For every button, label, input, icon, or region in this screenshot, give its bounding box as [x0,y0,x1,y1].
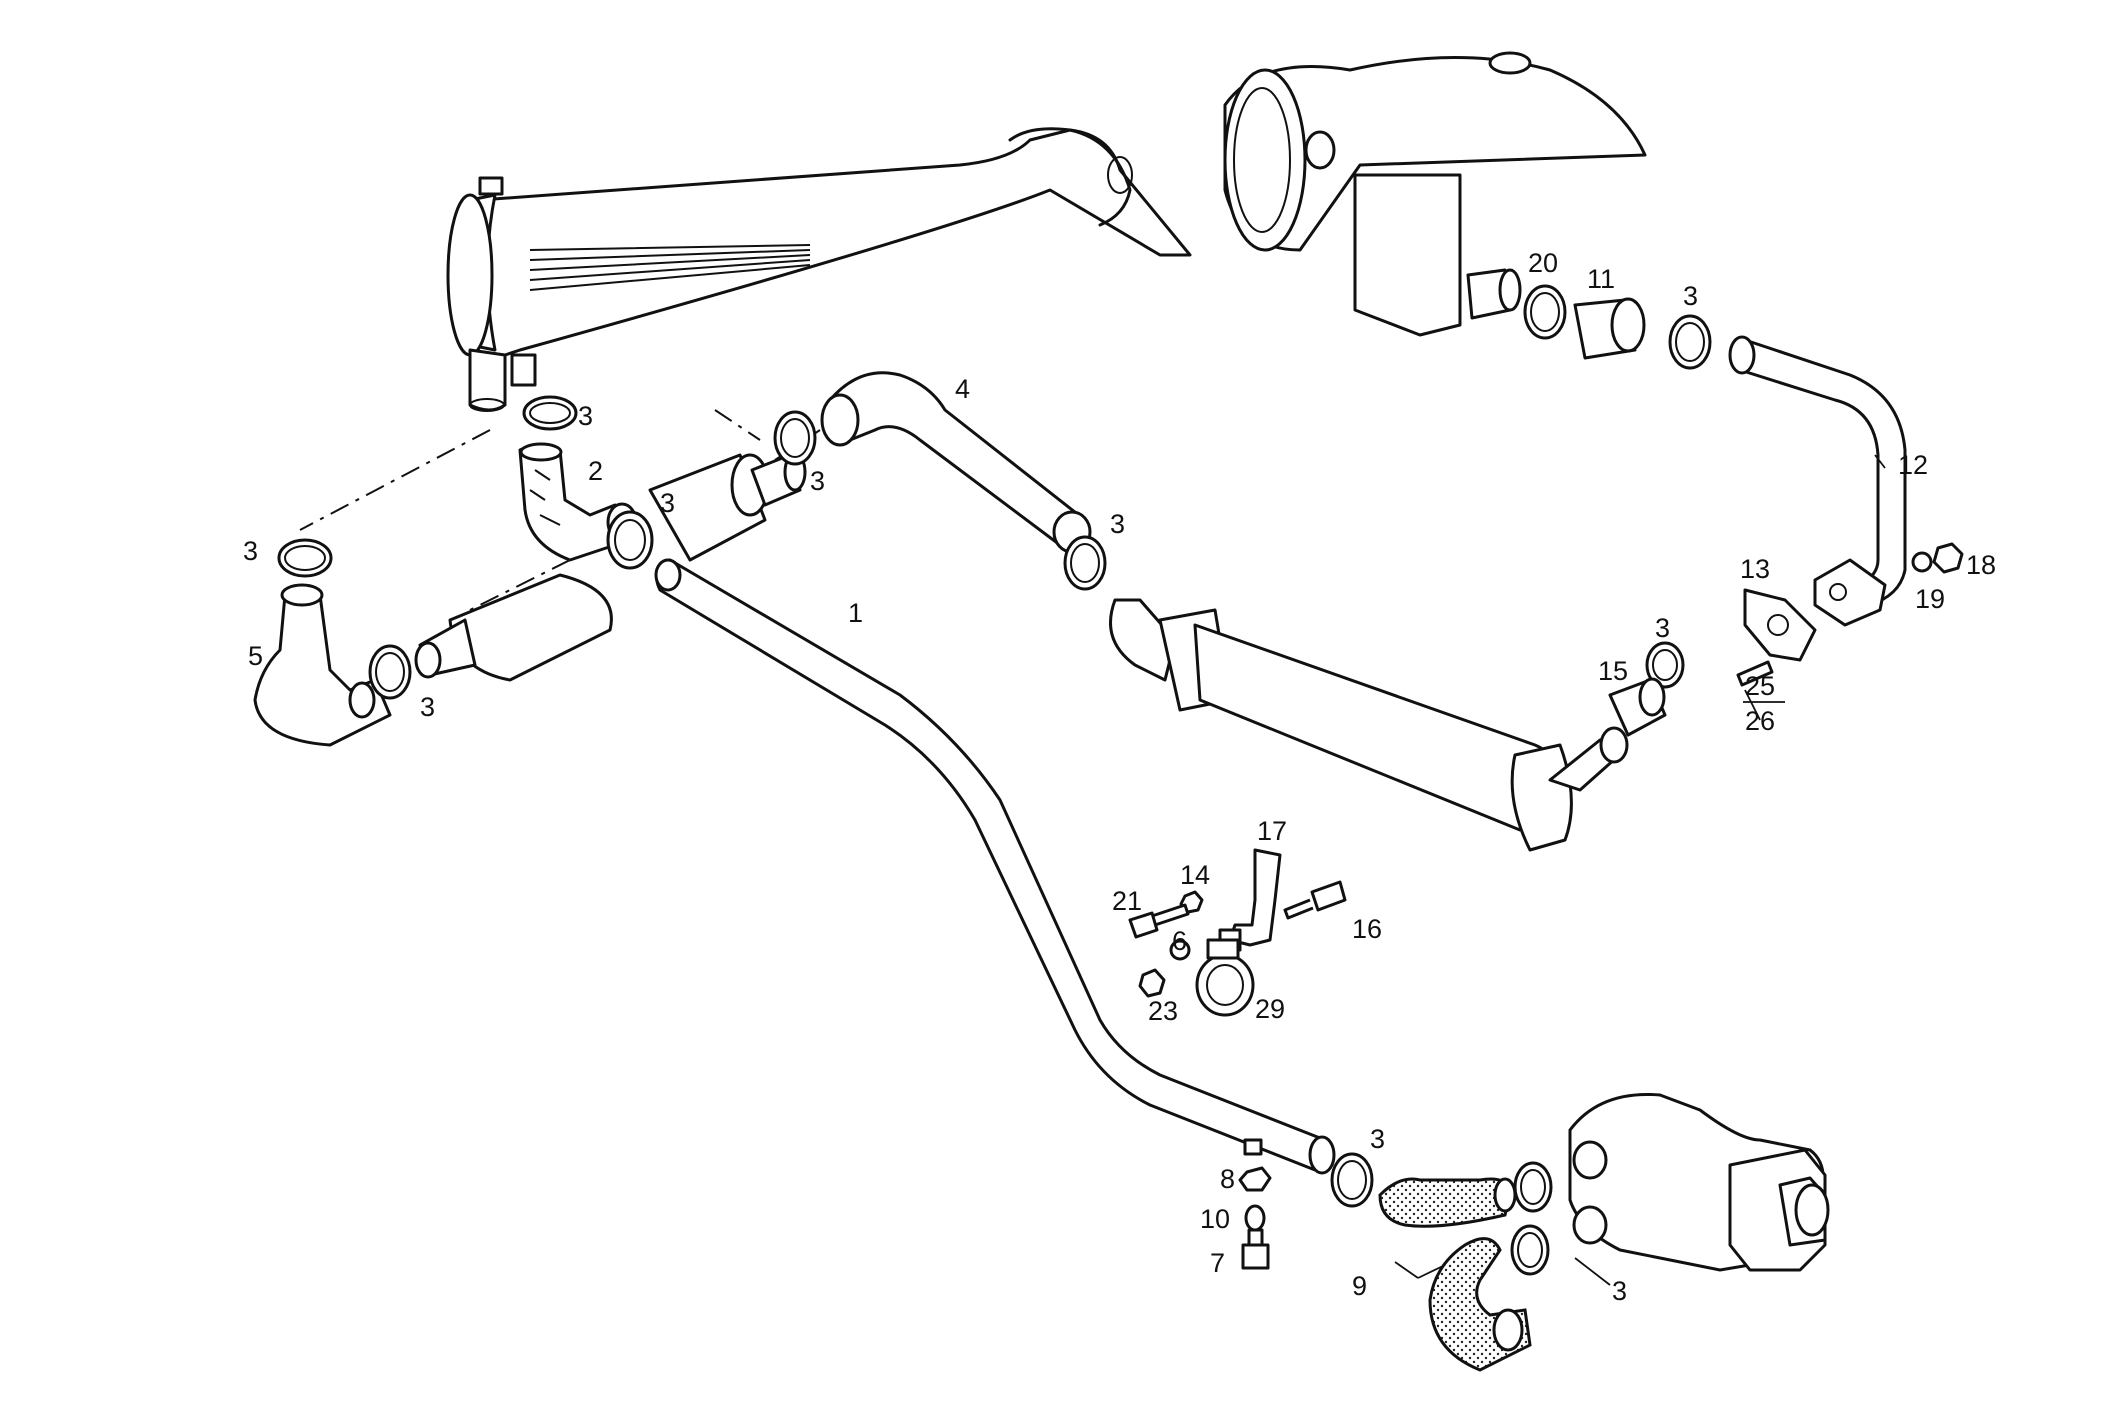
label-10: 10 [1200,1204,1230,1234]
silencer-lower [414,573,613,682]
label-3: 3 [1612,1276,1627,1306]
label-15: 15 [1598,656,1628,686]
label-3: 3 [420,692,435,722]
label-3: 3 [1370,1124,1385,1154]
hose-clamps [277,284,1712,1276]
label-3: 3 [578,401,593,431]
label-5: 5 [248,641,263,671]
label-3: 3 [810,466,825,496]
label-3: 3 [1655,613,1670,643]
gasket-13 [1743,588,1817,662]
label-23: 23 [1148,996,1178,1026]
label-9: 9 [1352,1271,1367,1301]
label-3: 3 [1683,281,1698,311]
silencer-main [1109,598,1629,852]
part-labels: 1 2 3 3 3 3 3 3 3 3 3 3 4 5 6 7 8 9 10 1… [243,248,1996,1306]
plug-7 [1241,1228,1270,1270]
label-2: 2 [588,456,603,486]
label-17: 17 [1257,816,1287,846]
label-16: 16 [1352,914,1382,944]
turbo-housing [1223,51,1647,337]
stud-25-26 [1736,660,1774,687]
label-13: 13 [1740,554,1770,584]
label-12: 12 [1898,450,1928,480]
bolt-16 [1283,880,1347,920]
label-25: 25 [1745,671,1775,701]
flange-12 [1813,558,1887,627]
bolt-21 [1128,903,1190,939]
silencer-upper [648,452,807,562]
heat-exchanger [446,127,1192,412]
washer-10 [1244,1204,1266,1232]
washer-6 [1169,939,1191,961]
label-4: 4 [955,374,970,404]
label-7: 7 [1210,1248,1225,1278]
label-21: 21 [1112,886,1142,916]
leader-lines [1394,454,1886,1286]
label-3: 3 [1110,509,1125,539]
label-20: 20 [1528,248,1558,278]
label-18: 18 [1966,550,1996,580]
label-3: 3 [660,488,675,518]
nut-23 [1138,968,1166,998]
label-8: 8 [1220,1164,1235,1194]
nut-18 [1932,542,1964,574]
hose-1 [655,558,1327,1172]
nut-8 [1238,1166,1272,1192]
label-26: 26 [1745,706,1775,736]
label-11: 11 [1587,264,1615,294]
label-1: 1 [848,598,863,628]
water-pump [1568,1092,1830,1272]
label-19: 19 [1915,584,1945,614]
label-29: 29 [1255,994,1285,1024]
washer-19 [1911,551,1933,573]
hose-9-upper [1378,1177,1512,1228]
label-14: 14 [1180,860,1210,890]
hose-4 [828,371,1087,547]
label-3: 3 [243,536,258,566]
label-6: 6 [1172,926,1187,956]
